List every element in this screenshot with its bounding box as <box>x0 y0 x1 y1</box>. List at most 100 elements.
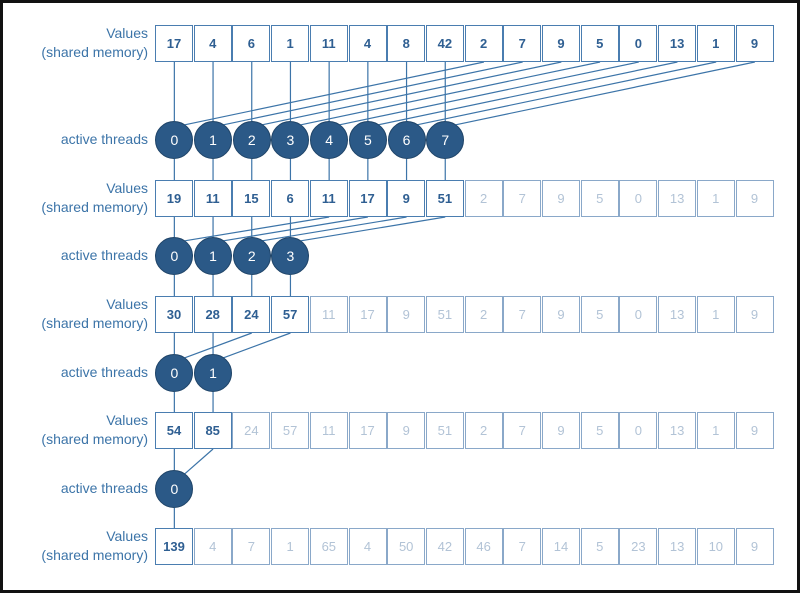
thread-node: 0 <box>155 237 194 275</box>
thread-node: 1 <box>194 237 233 275</box>
connector-diagonal <box>262 216 407 242</box>
connector-diagonal <box>339 61 639 126</box>
memory-cell: 17 <box>155 25 193 62</box>
memory-cell: 10 <box>696 528 735 565</box>
active-threads-label: active threads <box>60 247 148 263</box>
values-label: Values <box>106 412 148 428</box>
memory-cell: 51 <box>425 180 464 217</box>
memory-cell: 8 <box>387 25 426 62</box>
thread-node: 1 <box>194 354 233 392</box>
memory-cell: 2 <box>464 25 503 62</box>
memory-cell: 11 <box>193 180 232 217</box>
active-threads-label: active threads <box>60 480 148 496</box>
shared-memory-label: (shared memory) <box>41 315 148 331</box>
memory-cell: 42 <box>425 528 464 565</box>
memory-cell: 11 <box>309 296 348 333</box>
values-label: Values <box>106 296 148 312</box>
memory-cell: 9 <box>735 528 774 565</box>
memory-cell: 0 <box>619 25 658 62</box>
memory-cell: 6 <box>232 25 271 62</box>
connector-diagonal <box>184 216 330 242</box>
memory-cell: 5 <box>580 412 619 449</box>
thread-node: 5 <box>348 121 387 159</box>
memory-cell: 57 <box>271 296 310 333</box>
memory-cell: 15 <box>232 180 271 217</box>
thread-node: 6 <box>387 121 426 159</box>
memory-cell: 24 <box>232 412 271 449</box>
thread-node: 2 <box>232 237 271 275</box>
connector-diagonal <box>455 61 755 126</box>
memory-cell: 5 <box>580 25 619 62</box>
memory-cell: 5 <box>580 296 619 333</box>
memory-cell: 7 <box>503 25 542 62</box>
values-label: Values <box>106 180 148 196</box>
connector-diagonal <box>184 332 252 359</box>
memory-cell: 30 <box>155 296 193 333</box>
thread-node: 1 <box>194 121 233 159</box>
memory-cell: 17 <box>348 180 387 217</box>
memory-cell: 19 <box>155 180 193 217</box>
thread-node: 3 <box>271 237 310 275</box>
memory-cell: 0 <box>619 412 658 449</box>
memory-cell: 4 <box>193 528 232 565</box>
memory-cell: 65 <box>309 528 348 565</box>
memory-cell: 11 <box>309 412 348 449</box>
thread-node: 2 <box>232 121 271 159</box>
active-threads-label: active threads <box>60 131 148 147</box>
memory-cell: 2 <box>464 180 503 217</box>
memory-cell: 7 <box>503 528 542 565</box>
memory-cell: 5 <box>580 180 619 217</box>
memory-cell: 4 <box>193 25 232 62</box>
memory-cell: 2 <box>464 296 503 333</box>
connector-diagonal <box>300 61 601 126</box>
memory-cell: 2 <box>464 412 503 449</box>
connector-diagonal <box>184 61 485 126</box>
memory-cell: 23 <box>619 528 658 565</box>
thread-node: 3 <box>271 121 310 159</box>
active-threads-label: active threads <box>60 364 148 380</box>
memory-cell: 9 <box>387 296 426 333</box>
memory-cell: 4 <box>348 25 387 62</box>
shared-memory-label: (shared memory) <box>41 431 148 447</box>
memory-cell: 46 <box>464 528 503 565</box>
memory-cell: 28 <box>193 296 232 333</box>
memory-cell: 13 <box>658 412 697 449</box>
connector-diagonal <box>223 216 368 242</box>
memory-cell: 54 <box>155 412 193 449</box>
memory-cell: 57 <box>271 412 310 449</box>
connector-diagonal <box>223 332 291 359</box>
memory-cell: 0 <box>619 180 658 217</box>
values-label: Values <box>106 25 148 41</box>
memory-cell: 5 <box>580 528 619 565</box>
memory-cell: 24 <box>232 296 271 333</box>
memory-cell: 13 <box>658 296 697 333</box>
connector-diagonal <box>378 61 678 126</box>
memory-cell: 13 <box>658 25 697 62</box>
memory-cell: 7 <box>503 412 542 449</box>
memory-cell: 51 <box>425 412 464 449</box>
thread-node: 0 <box>155 354 194 392</box>
memory-cell: 9 <box>735 180 774 217</box>
memory-cell: 14 <box>542 528 580 565</box>
shared-memory-label: (shared memory) <box>41 44 148 60</box>
memory-cell: 11 <box>309 180 348 217</box>
values-label: Values <box>106 528 148 544</box>
memory-cell: 11 <box>309 25 348 62</box>
memory-cell: 17 <box>348 412 387 449</box>
connector-diagonal <box>184 448 214 475</box>
memory-cell: 50 <box>387 528 426 565</box>
memory-cell: 42 <box>425 25 464 62</box>
memory-cell: 1 <box>271 528 310 565</box>
memory-cell: 1 <box>271 25 310 62</box>
memory-cell: 17 <box>348 296 387 333</box>
memory-cell: 9 <box>542 180 580 217</box>
memory-cell: 9 <box>735 296 774 333</box>
thread-node: 4 <box>310 121 349 159</box>
connector-diagonal <box>223 61 523 126</box>
shared-memory-label: (shared memory) <box>41 547 148 563</box>
memory-cell: 9 <box>387 180 426 217</box>
thread-node: 0 <box>155 470 194 508</box>
memory-cell: 9 <box>735 412 774 449</box>
memory-cell: 7 <box>503 180 542 217</box>
